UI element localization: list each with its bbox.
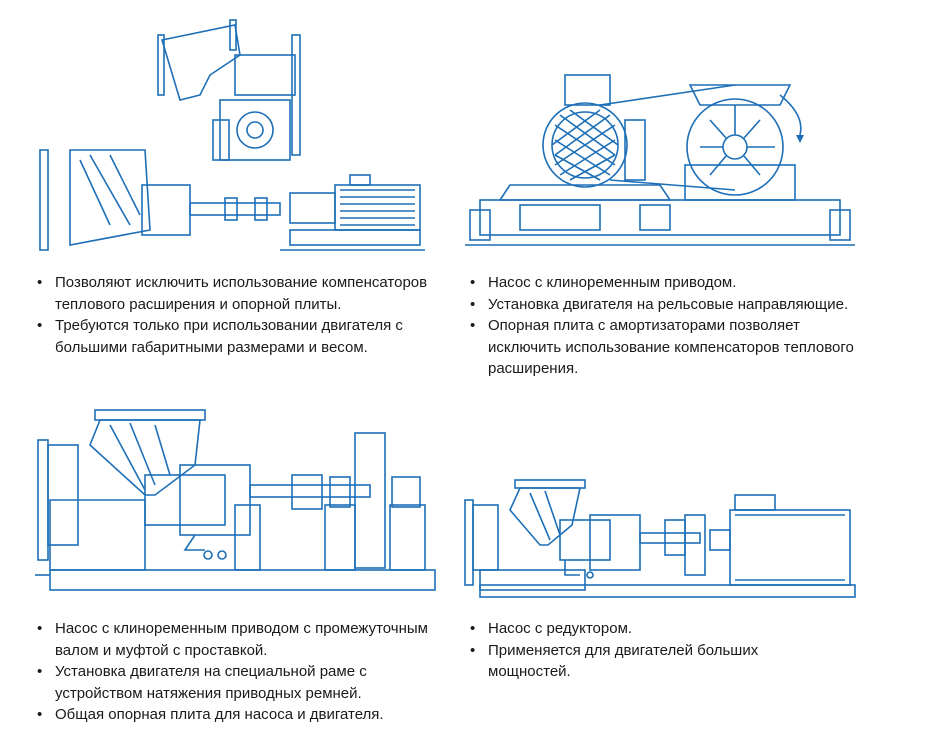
panel-4-bullet-1: Насос с редуктором. — [470, 618, 830, 640]
pump-intermediate-shaft-illustration — [30, 405, 440, 600]
panel-1-bullets: Позволяют исключить использование компен… — [37, 272, 447, 358]
panel-3-bullet-1: Насос с клиноременным приводом с промежу… — [37, 618, 447, 661]
pump-direct-drive-illustration — [30, 15, 440, 260]
panel-2-bullet-3: Опорная плита с амортизаторами позволяет… — [470, 315, 860, 380]
panel-2-bullet-2: Установка двигателя на рельсовые направл… — [470, 294, 860, 316]
panel-4-bullet-2: Применяется для двигателей больших мощно… — [470, 640, 830, 683]
panel-2-bullet-1: Насос с клиноременным приводом. — [470, 272, 860, 294]
pump-gearbox-illustration — [460, 475, 860, 605]
panel-3-bullet-3: Общая опорная плита для насоса и двигате… — [37, 704, 447, 726]
panel-3-bullets: Насос с клиноременным приводом с промежу… — [37, 618, 447, 726]
panel-1-bullet-2: Требуются только при использовании двига… — [37, 315, 447, 358]
panel-2-bullets: Насос с клиноременным приводом. Установк… — [470, 272, 860, 380]
pump-belt-drive-rails-illustration — [460, 65, 860, 260]
panel-3-bullet-2: Установка двигателя на специальной раме … — [37, 661, 447, 704]
panel-1-bullet-1: Позволяют исключить использование компен… — [37, 272, 447, 315]
panel-4-bullets: Насос с редуктором. Применяется для двиг… — [470, 618, 830, 683]
